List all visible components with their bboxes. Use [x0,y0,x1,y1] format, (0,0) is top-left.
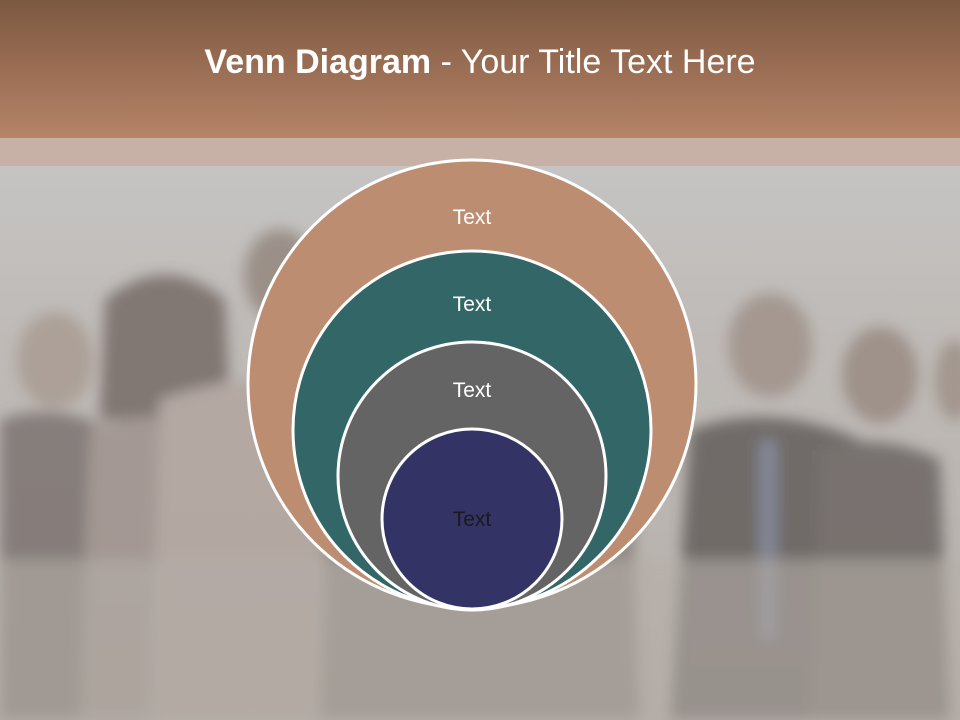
venn-circle-1-label: Text [453,206,492,229]
venn-circle-3-label: Text [453,379,492,402]
title-bar [0,0,960,138]
venn-circle-2-label: Text [453,293,492,316]
slide-title-rest: - Your Title Text Here [431,43,756,81]
slide-title: Venn Diagram - Your Title Text Here [0,40,960,84]
venn-circle-4[interactable]: Text [380,427,564,611]
venn-circle-4-shape [380,427,564,611]
slide-title-bold: Venn Diagram [204,43,432,81]
venn-circle-4-label: Text [453,508,492,531]
